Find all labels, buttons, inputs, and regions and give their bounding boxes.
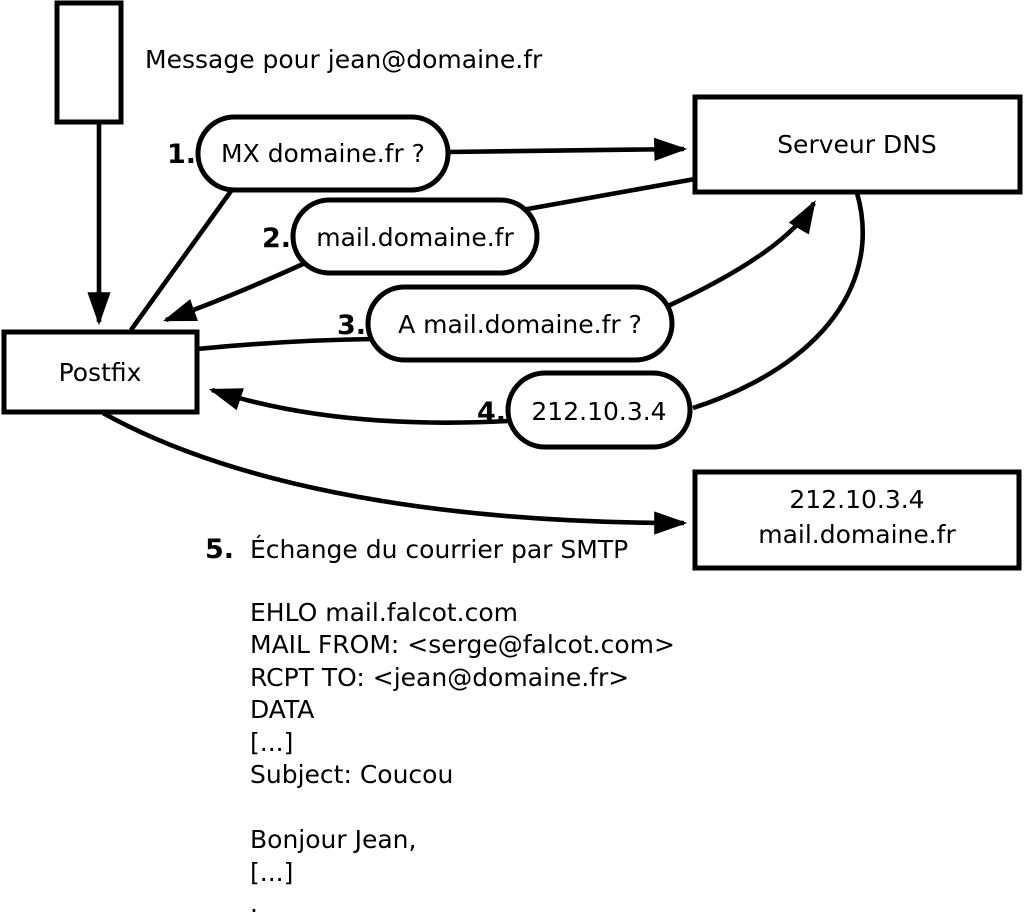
smtp-line: MAIL FROM: <serge@falcot.com>	[250, 630, 675, 659]
step1-bubble	[195, 114, 451, 193]
dns-server-box	[692, 94, 1023, 195]
step4-number: 4.	[477, 397, 506, 428]
line-dns-to-mx-answer	[521, 176, 696, 213]
step4-label: 212.10.3.4	[531, 397, 666, 426]
postfix-box	[1, 329, 200, 415]
step2-bubble	[290, 197, 540, 276]
smtp-line: EHLO mail.falcot.com	[250, 598, 518, 627]
step2-label: mail.domaine.fr	[316, 223, 514, 252]
arrow-a-answer-to-postfix	[208, 387, 509, 425]
step4-bubble	[505, 370, 693, 450]
step5-label: Échange du courrier par SMTP	[250, 535, 628, 564]
arrow-postfix-to-destination	[101, 410, 688, 535]
dns-server-label: Serveur DNS	[777, 130, 937, 159]
postfix-label: Postfix	[59, 358, 142, 387]
destination-server-box	[692, 469, 1022, 571]
destination-host-label: mail.domaine.fr	[758, 520, 956, 549]
line-dns-to-a-answer	[692, 192, 866, 411]
step3-label: A mail.domaine.fr ?	[398, 310, 642, 339]
step2-number: 2.	[262, 223, 291, 254]
step1-label: MX domaine.fr ?	[221, 139, 425, 168]
smtp-line: RCPT TO: <jean@domaine.fr>	[250, 663, 629, 692]
arrow-a-query-to-dns	[667, 200, 816, 309]
step5-number: 5.	[205, 534, 234, 565]
line-postfix-to-a-query	[196, 336, 375, 352]
smtp-line: Subject: Coucou	[250, 760, 453, 789]
smtp-line: [...]	[250, 858, 293, 887]
step3-bubble	[365, 284, 675, 363]
step3-number: 3.	[337, 310, 366, 341]
smtp-line: Bonjour Jean,	[250, 825, 416, 854]
step1-number: 1.	[167, 139, 196, 170]
smtp-line: .	[250, 889, 258, 918]
smtp-session-block: EHLO mail.falcot.com MAIL FROM: <serge@f…	[250, 598, 675, 918]
arrow-mx-answer-to-postfix	[162, 261, 304, 323]
smtp-line: [...]	[250, 728, 293, 757]
smtp-line: DATA	[250, 695, 314, 724]
message-label: Message pour jean@domaine.fr	[145, 45, 543, 74]
destination-ip-label: 212.10.3.4	[789, 485, 924, 514]
line-postfix-to-mx-query	[129, 189, 233, 332]
message-queue-box	[54, 0, 124, 125]
arrow-mx-query-to-dns	[447, 137, 688, 161]
